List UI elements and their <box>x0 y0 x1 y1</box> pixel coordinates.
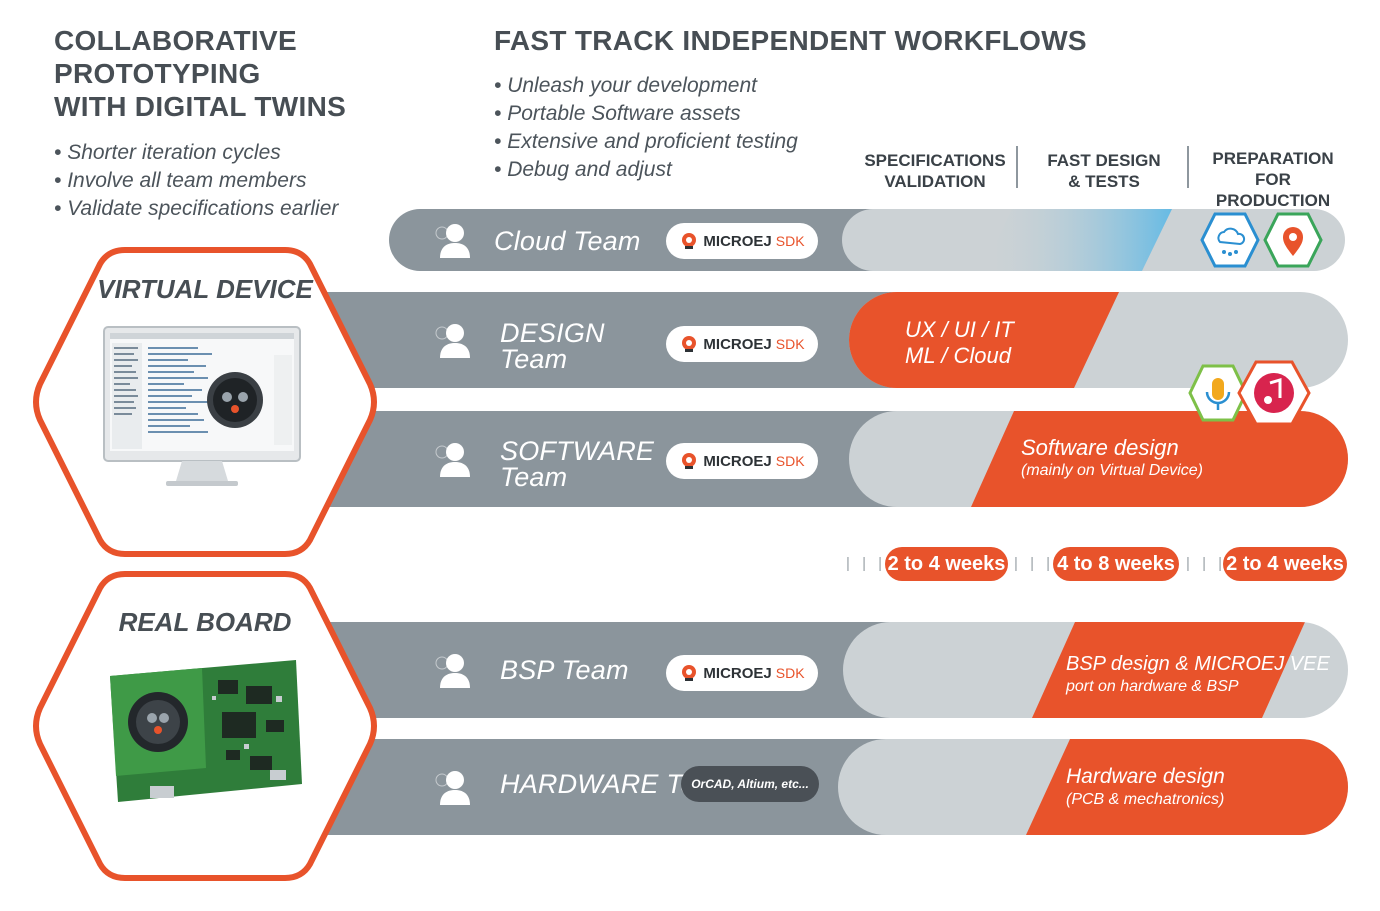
team-label-line: Team <box>500 462 568 492</box>
software-task-band <box>971 411 1348 507</box>
microej-logo-icon <box>682 233 697 249</box>
design-task-text: UX / UI / IT ML / Cloud <box>905 317 1014 369</box>
bullet-item: Extensive and proficient testing <box>494 128 798 156</box>
task-line: (PCB & mechatronics) <box>1066 791 1225 808</box>
phase-line: FOR PRODUCTION <box>1215 170 1331 210</box>
phase-line: VALIDATION <box>884 172 986 191</box>
left-bullets: Shorter iteration cycles Involve all tea… <box>54 139 338 223</box>
task-line: ML / Cloud <box>905 343 1011 368</box>
badge-sdk: SDK <box>775 453 805 469</box>
bullet-item: Portable Software assets <box>494 100 798 128</box>
person-icon <box>435 224 470 258</box>
software-task-text: Software design (mainly on Virtual Devic… <box>1021 435 1203 481</box>
hardware-task-text: Hardware design (PCB & mechatronics) <box>1066 764 1225 810</box>
task-line: Software design <box>1021 435 1179 460</box>
bullet-item: Shorter iteration cycles <box>54 139 338 167</box>
phase-line: & TESTS <box>1068 172 1140 191</box>
microphone-icon <box>1188 364 1248 422</box>
left-heading: COLLABORATIVE PROTOTYPING WITH DIGITAL T… <box>54 24 346 123</box>
microej-sdk-badge: MICROEJ SDK <box>666 326 818 362</box>
left-heading-line: WITH DIGITAL TWINS <box>54 91 347 122</box>
cloud-network-icon <box>1200 212 1260 268</box>
timeline-ticks: | | | <box>1186 555 1227 572</box>
microej-logo-icon <box>682 665 697 681</box>
phase-divider <box>1187 146 1189 188</box>
timeline-ticks: | | | <box>1014 555 1055 572</box>
task-line: Hardware design <box>1066 765 1225 788</box>
team-label-line: SOFTWARE <box>500 436 655 466</box>
bsp-task-band <box>1032 622 1305 718</box>
bsp-lane-timeline <box>843 622 1348 718</box>
badge-sdk: SDK <box>775 336 805 352</box>
cloud-fast-design-gradient <box>982 209 1172 271</box>
phase-divider <box>1016 146 1018 188</box>
virtual-device-label: VIRTUAL DEVICE <box>97 274 313 304</box>
person-icon <box>435 324 470 358</box>
duration-pill: 2 to 4 weeks <box>885 547 1008 581</box>
person-icon <box>435 771 470 805</box>
task-line: BSP design & MICROEJ VEE <box>1066 653 1330 675</box>
team-label-line: Team <box>500 344 568 374</box>
right-heading: FAST TRACK INDEPENDENT WORKFLOWS <box>494 25 1087 56</box>
left-heading-line: COLLABORATIVE <box>54 25 297 56</box>
microej-logo-icon <box>682 453 697 469</box>
hardware-lane-timeline <box>838 739 1348 835</box>
phase-line: PREPARATION <box>1212 149 1334 168</box>
right-bullets: Unleash your development Portable Softwa… <box>494 72 798 184</box>
team-label-bsp: BSP Team <box>500 655 629 685</box>
computer-monitor-icon <box>103 326 301 486</box>
bullet-item: Validate specifications earlier <box>54 195 338 223</box>
real-board-label: REAL BOARD <box>118 607 292 637</box>
music-note-icon <box>1237 360 1311 426</box>
bullet-item: Unleash your development <box>494 72 798 100</box>
task-line: UX / UI / IT <box>905 317 1014 342</box>
microej-sdk-badge: MICROEJ SDK <box>666 443 818 479</box>
design-task-band <box>849 292 1119 388</box>
task-line: port on hardware & BSP <box>1066 678 1239 695</box>
badge-sdk: SDK <box>775 665 805 681</box>
left-heading-line: PROTOTYPING <box>54 58 261 89</box>
duration-pill: 2 to 4 weeks <box>1223 547 1347 581</box>
phase-line: FAST DESIGN <box>1047 151 1161 170</box>
bullet-item: Debug and adjust <box>494 156 798 184</box>
location-pin-icon <box>1263 212 1323 268</box>
phase-line: SPECIFICATIONS <box>864 151 1006 170</box>
badge-brand: MICROEJ <box>703 452 772 470</box>
phase-preparation: PREPARATION FOR PRODUCTION <box>1196 148 1350 211</box>
software-lane-timeline <box>849 411 1348 507</box>
circuit-board-icon <box>110 660 302 802</box>
cloud-lane-timeline <box>842 209 1345 271</box>
badge-sdk: SDK <box>775 233 805 249</box>
duration-pill: 4 to 8 weeks <box>1053 547 1179 581</box>
hardware-task-band <box>1026 739 1348 835</box>
microej-sdk-badge: MICROEJ SDK <box>666 655 818 691</box>
phase-fast-design: FAST DESIGN & TESTS <box>1030 150 1178 192</box>
badge-brand: MICROEJ <box>703 232 772 250</box>
bsp-task-text: BSP design & MICROEJ VEE port on hardwar… <box>1066 651 1330 697</box>
timeline-ticks: | | | <box>846 555 887 572</box>
phase-specifications: SPECIFICATIONS VALIDATION <box>860 150 1010 192</box>
bullet-item: Involve all team members <box>54 167 338 195</box>
badge-brand: MICROEJ <box>703 664 772 682</box>
team-label-software: SOFTWARE Team <box>500 436 655 492</box>
team-label-cloud: Cloud Team <box>494 226 641 256</box>
person-icon <box>435 654 470 688</box>
team-label-design: DESIGN Team <box>500 318 605 374</box>
badge-brand: MICROEJ <box>703 335 772 353</box>
microej-logo-icon <box>682 336 697 352</box>
tools-badge: OrCAD, Altium, etc... <box>681 766 819 802</box>
person-icon <box>435 443 470 477</box>
microej-sdk-badge: MICROEJ SDK <box>666 223 818 259</box>
task-line: (mainly on Virtual Device) <box>1021 462 1203 479</box>
team-label-line: DESIGN <box>500 318 605 348</box>
